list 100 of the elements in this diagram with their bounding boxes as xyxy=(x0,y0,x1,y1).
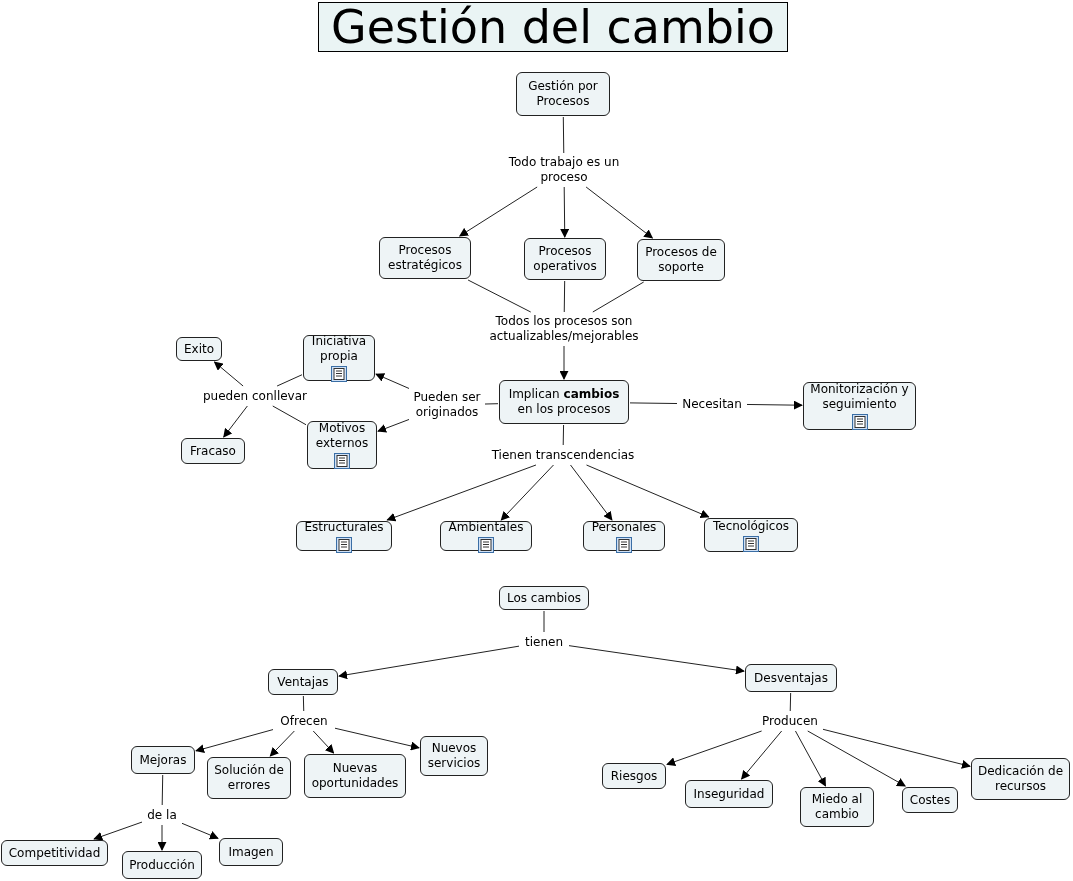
connector-line xyxy=(563,280,566,313)
arrow xyxy=(312,730,335,754)
concept-box xyxy=(499,586,589,610)
concept-label: Motivos externos xyxy=(314,421,370,451)
concept-label: Costes xyxy=(909,792,951,808)
concept-label: Nuevos servicios xyxy=(426,741,482,771)
arrow xyxy=(570,464,613,521)
concept-label: Monitorización y seguimiento xyxy=(809,382,910,412)
concept-label: Inseguridad xyxy=(693,786,765,802)
arrow xyxy=(585,186,654,239)
concept-box xyxy=(303,335,375,381)
arrow xyxy=(746,400,803,410)
connector-line xyxy=(562,116,565,154)
concept-label: Procesos de soporte xyxy=(644,245,718,275)
concept-box xyxy=(800,787,874,827)
concept-label: Fracaso xyxy=(190,443,236,459)
arrow xyxy=(560,186,570,238)
concept-label: Los cambios xyxy=(506,590,582,606)
concept-label: Solución de errores xyxy=(213,763,285,793)
arrow xyxy=(559,345,569,380)
concept-box xyxy=(524,238,606,280)
arrow xyxy=(822,728,971,769)
arrow xyxy=(459,186,538,237)
connector-line xyxy=(484,403,499,405)
concept-box xyxy=(122,851,202,879)
concept-label: Riesgos xyxy=(610,768,658,784)
concept-label: Personales xyxy=(591,519,657,535)
diagram-title: Gestión del cambio xyxy=(318,2,788,52)
arrow xyxy=(794,730,826,787)
concept-box xyxy=(637,239,725,281)
concept-box xyxy=(219,838,283,866)
arrow xyxy=(338,645,520,680)
concept-box xyxy=(296,521,392,551)
concept-label: Imagen xyxy=(228,844,274,860)
concept-box xyxy=(176,337,222,361)
connector-line xyxy=(789,692,792,712)
concept-box xyxy=(420,736,488,776)
arrow xyxy=(181,822,219,840)
concept-box xyxy=(583,521,665,551)
concept-box xyxy=(971,758,1070,800)
concept-label: Iniciativa propia xyxy=(310,334,368,364)
concept-box xyxy=(704,518,798,552)
linking-phrase: Todo trabajo es un proceso xyxy=(508,154,620,186)
concept-label: Producción xyxy=(129,857,195,873)
concept-label: Tecnológicos xyxy=(712,518,789,534)
connector-line xyxy=(276,374,303,387)
arrow xyxy=(157,824,167,851)
connector-line xyxy=(629,402,678,405)
connector-line xyxy=(161,774,164,806)
concept-label: Dedicación de recursos xyxy=(976,764,1065,794)
concept-box xyxy=(379,237,471,279)
arrow xyxy=(375,373,410,389)
arrow xyxy=(377,419,410,433)
concept-box xyxy=(803,382,916,430)
concept-box xyxy=(499,380,629,424)
concept-box xyxy=(440,521,532,551)
concept-box xyxy=(131,746,195,774)
arrow xyxy=(586,464,710,518)
arrow xyxy=(500,464,554,521)
arrow xyxy=(568,645,745,675)
concept-box xyxy=(602,763,666,789)
arrow xyxy=(269,730,295,757)
concept-label: Estructurales xyxy=(304,519,384,535)
concept-label: Desventajas xyxy=(754,670,828,686)
concept-label: Exito xyxy=(183,341,215,357)
connector-line xyxy=(562,424,565,446)
concept-box xyxy=(307,421,377,469)
concept-box xyxy=(516,72,610,116)
concept-box xyxy=(304,754,406,798)
concept-box xyxy=(902,787,958,813)
arrow xyxy=(93,821,143,841)
connector-line xyxy=(467,279,532,313)
concept-box xyxy=(685,780,773,808)
concept-label: Implican cambios en los procesos xyxy=(507,387,621,417)
concept-label: Mejoras xyxy=(139,752,187,768)
arrow xyxy=(213,361,244,387)
concept-label: Gestión por Procesos xyxy=(527,79,599,109)
arrow xyxy=(195,729,274,754)
concept-label: Ventajas xyxy=(277,674,329,690)
connector-line xyxy=(543,610,545,633)
concept-box xyxy=(745,664,837,692)
concept-box xyxy=(268,669,338,695)
concept-label: Miedo al cambio xyxy=(810,792,864,822)
concept-label: Competitividad xyxy=(8,845,101,861)
arrow xyxy=(666,730,763,766)
connector-line xyxy=(272,405,307,426)
connector-line xyxy=(592,281,645,313)
arrow xyxy=(740,730,783,780)
concept-box xyxy=(1,840,108,866)
arrow xyxy=(334,727,420,751)
concept-label: Ambientales xyxy=(448,519,524,535)
concept-label: Procesos operativos xyxy=(532,244,598,274)
arrow xyxy=(386,464,537,522)
concept-box xyxy=(207,757,291,799)
connector-line xyxy=(302,695,305,712)
concept-box xyxy=(181,438,245,464)
concept-label: Nuevas oportunidades xyxy=(310,761,400,791)
arrow xyxy=(223,405,248,438)
arrow xyxy=(807,730,906,787)
concept-label: Procesos estratégicos xyxy=(387,243,463,273)
